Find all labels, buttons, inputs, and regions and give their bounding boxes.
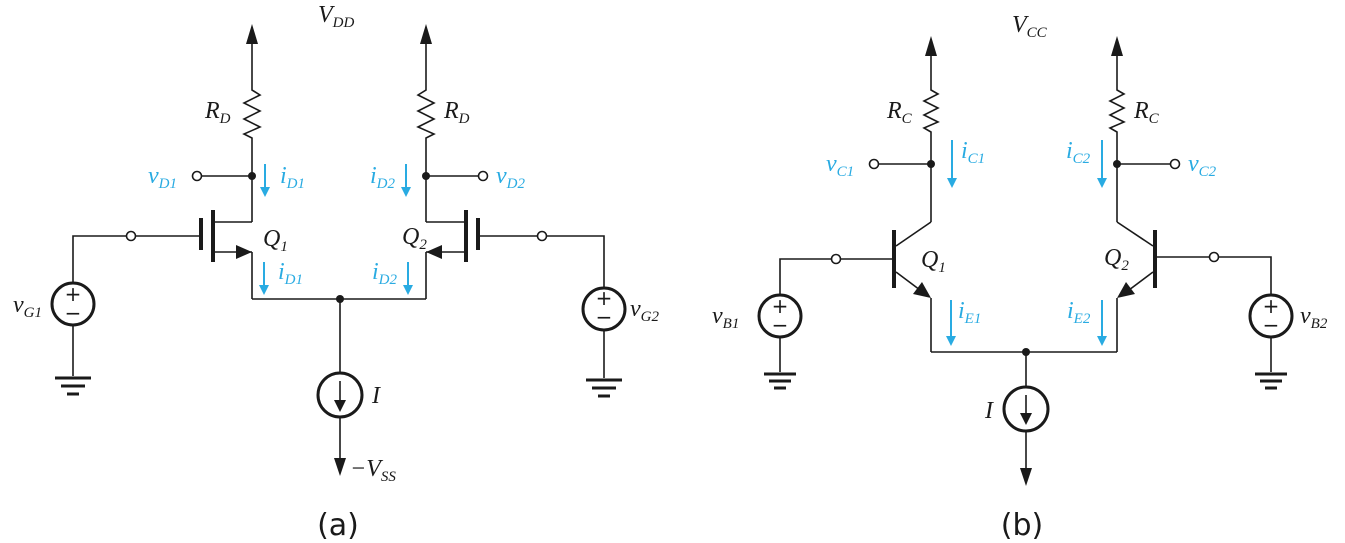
- vd1-label: vD1: [148, 163, 177, 192]
- vc2-terminal: [1169, 158, 1181, 170]
- current-arrows-a: [259, 164, 413, 295]
- vd1-terminal: [191, 170, 203, 182]
- ic2-label: iC2: [1066, 138, 1091, 167]
- q1-mosfet: [72, 210, 253, 299]
- ground-icon: [586, 378, 622, 398]
- id2-top-label: iD2: [370, 163, 396, 192]
- q1-label: Q1: [921, 247, 946, 276]
- vg2-label: vG2: [630, 296, 659, 325]
- rd-left-resistor: [242, 82, 262, 145]
- q2-label: Q2: [402, 224, 427, 253]
- vb2-source: + −: [1248, 293, 1294, 372]
- rd-right-resistor: [416, 82, 436, 145]
- vd2-terminal: [477, 170, 489, 182]
- q2-mosfet: [425, 210, 605, 299]
- current-source-label: I: [371, 383, 381, 409]
- caption-a: (a): [317, 508, 359, 543]
- left-collector-branch: [868, 36, 940, 247]
- rc-right-label: RC: [1133, 98, 1160, 127]
- svg-text:+: +: [596, 286, 613, 310]
- caption-b: (b): [1001, 508, 1043, 543]
- circuit-b: + −: [712, 12, 1328, 543]
- ground-icon: [1255, 372, 1287, 390]
- ground-icon: [764, 372, 796, 390]
- rc-left-resistor: [922, 84, 940, 137]
- svg-text:+: +: [772, 294, 789, 318]
- vd2-label: vD2: [496, 163, 525, 192]
- svg-text:+: +: [1263, 294, 1280, 318]
- current-arrows-b: [946, 140, 1107, 346]
- circuit-a: + −: [13, 2, 659, 543]
- svg-text:−: −: [596, 305, 613, 329]
- vcc-label: VCC: [1012, 12, 1048, 41]
- rd-right-label: RD: [443, 98, 470, 127]
- svg-text:−: −: [772, 313, 789, 337]
- rc-right-resistor: [1108, 84, 1126, 137]
- current-source-label: I: [984, 398, 994, 424]
- vc1-terminal: [868, 158, 880, 170]
- ie1-label: iE1: [958, 298, 981, 327]
- vg1-label: vG1: [13, 292, 42, 321]
- tail-node: [252, 295, 426, 476]
- vb1-label: vB1: [712, 303, 739, 332]
- right-collector-branch: [1108, 36, 1181, 247]
- id2-bottom-label: iD2: [372, 259, 398, 288]
- vg2-source: + −: [581, 286, 627, 378]
- vb2-label: vB2: [1300, 303, 1328, 332]
- vb1-source: + −: [757, 293, 803, 372]
- vc1-label: vC1: [826, 151, 854, 180]
- ic1-label: iC1: [961, 138, 985, 167]
- vg1-source: + −: [50, 281, 96, 376]
- rd-left-label: RD: [204, 98, 231, 127]
- vc2-label: vC2: [1188, 151, 1217, 180]
- ie2-label: iE2: [1067, 298, 1091, 327]
- tail-node-b: [931, 348, 1117, 486]
- q1-label: Q1: [263, 226, 288, 255]
- q2-label: Q2: [1104, 245, 1129, 274]
- rc-left-label: RC: [886, 98, 913, 127]
- vdd-label: VDD: [318, 2, 355, 31]
- left-drain-branch: [191, 24, 262, 223]
- ground-icon: [55, 376, 91, 396]
- q1-bjt: [779, 230, 932, 352]
- q2-bjt: [1116, 230, 1272, 352]
- vss-label: −VSS: [350, 456, 396, 485]
- svg-text:−: −: [65, 301, 82, 325]
- id1-bottom-label: iD1: [278, 259, 303, 288]
- svg-text:+: +: [65, 282, 82, 306]
- svg-text:−: −: [1263, 313, 1280, 337]
- id1-top-label: iD1: [280, 163, 305, 192]
- right-drain-branch: [416, 24, 489, 223]
